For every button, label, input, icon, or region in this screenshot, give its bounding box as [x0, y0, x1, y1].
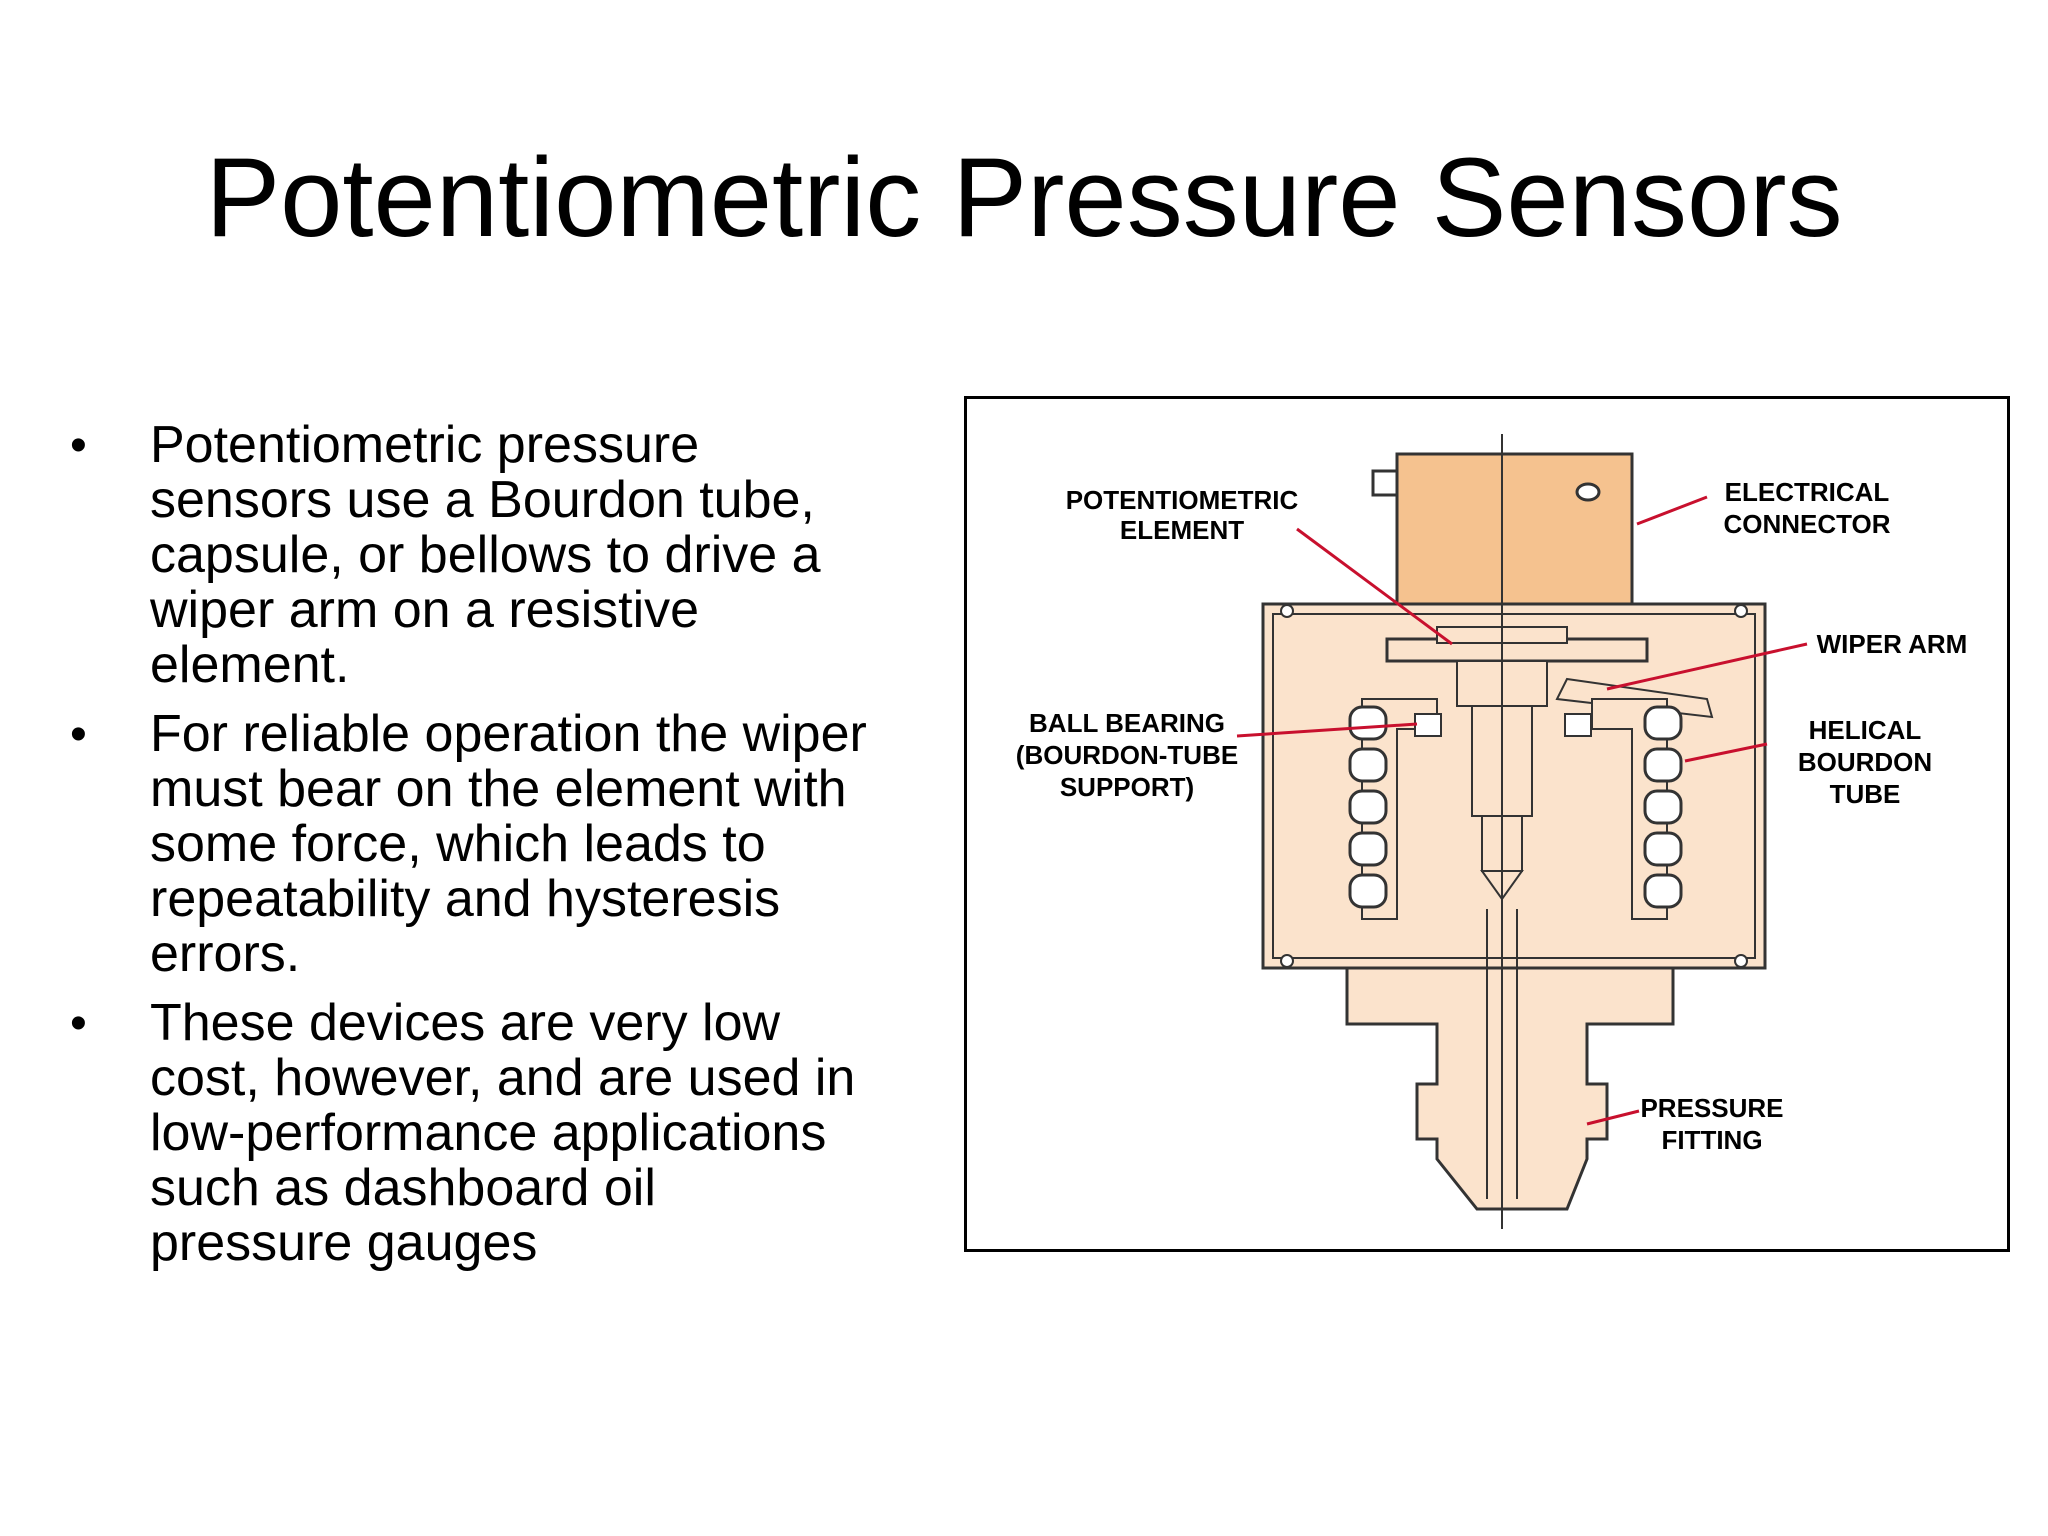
bullet-line: cost, however, and are used in: [150, 1049, 856, 1107]
label-electrical-connector-line2: CONNECTOR: [1723, 509, 1890, 539]
helical-coils-left: [1348, 705, 1388, 909]
bullet-line: must bear on the element with: [150, 760, 847, 818]
connector-block: [1395, 452, 1634, 606]
bullet-item: • These devices are very low cost, howev…: [70, 996, 970, 1271]
bullet-line: element.: [150, 636, 350, 694]
housing-screw: [1734, 954, 1748, 968]
bullet-line: These devices are very low: [150, 994, 781, 1052]
label-potentiometric-element-line2: ELEMENT: [1120, 515, 1244, 545]
bullet-line: some force, which leads to: [150, 815, 766, 873]
label-pressure-fitting-line2: FITTING: [1661, 1125, 1762, 1155]
bullet-marker: •: [70, 419, 87, 472]
bullet-line: repeatability and hysteresis: [150, 870, 781, 928]
bullet-line: For reliable operation the wiper: [150, 705, 867, 763]
bullet-line: capsule, or bellows to drive a: [150, 526, 821, 584]
label-wiper-arm: WIPER ARM: [1817, 629, 1968, 659]
label-electrical-connector-line1: ELECTRICAL: [1725, 477, 1890, 507]
bullet-line: such as dashboard oil: [150, 1159, 656, 1217]
label-ball-bearing-line2: (BOURDON-TUBE: [1016, 740, 1238, 770]
label-ball-bearing-line1: BALL BEARING: [1029, 708, 1225, 738]
label-helical-bourdon-tube-line1: HELICAL: [1809, 715, 1922, 745]
label-helical-bourdon-tube-line2: BOURDON: [1798, 747, 1932, 777]
bullet-line: low-performance applications: [150, 1104, 827, 1162]
bullet-marker: •: [70, 997, 87, 1050]
label-ball-bearing-line3: SUPPORT): [1060, 772, 1194, 802]
label-potentiometric-element-line1: POTENTIOMETRIC: [1066, 485, 1299, 515]
bullet-item: • For reliable operation the wiper must …: [70, 707, 970, 982]
bullet-line: errors.: [150, 925, 301, 983]
ball-bearing: [1414, 713, 1442, 737]
sensor-diagram-frame: POTENTIOMETRIC ELEMENT ELECTRICAL CONNEC…: [964, 396, 2010, 1252]
connector-tab: [1371, 469, 1399, 497]
sensor-diagram: POTENTIOMETRIC ELEMENT ELECTRICAL CONNEC…: [1016, 434, 1968, 1229]
connector-hole: [1575, 482, 1601, 502]
slide-title: Potentiometric Pressure Sensors: [205, 135, 1843, 260]
housing-screw: [1280, 954, 1294, 968]
bullet-line: pressure gauges: [150, 1214, 538, 1272]
label-helical-bourdon-tube-line3: TUBE: [1830, 779, 1901, 809]
bullet-list: • Potentiometric pressure sensors use a …: [70, 418, 970, 1285]
bullet-line: sensors use a Bourdon tube,: [150, 471, 815, 529]
housing-screw: [1734, 604, 1748, 618]
helical-coils-right: [1643, 705, 1683, 909]
ball-bearing-right: [1564, 713, 1592, 737]
pressure-fitting-body: [1345, 966, 1675, 1211]
bullet-marker: •: [70, 708, 87, 761]
label-pressure-fitting-line1: PRESSURE: [1640, 1093, 1783, 1123]
leader-lines: [1236, 495, 1808, 1126]
bullet-line: Potentiometric pressure: [150, 416, 700, 474]
housing-screw: [1280, 604, 1294, 618]
housing-inner: [1272, 613, 1756, 959]
bullet-line: wiper arm on a resistive: [150, 581, 700, 639]
bullet-item: • Potentiometric pressure sensors use a …: [70, 418, 970, 693]
